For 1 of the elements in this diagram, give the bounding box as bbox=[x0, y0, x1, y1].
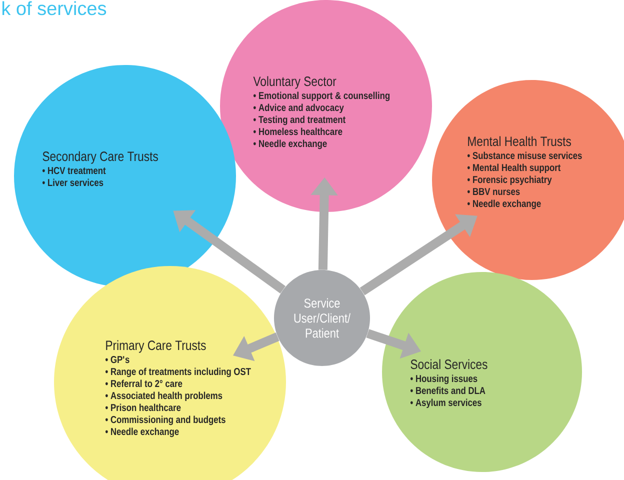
title: k of services bbox=[2, 1, 106, 16]
